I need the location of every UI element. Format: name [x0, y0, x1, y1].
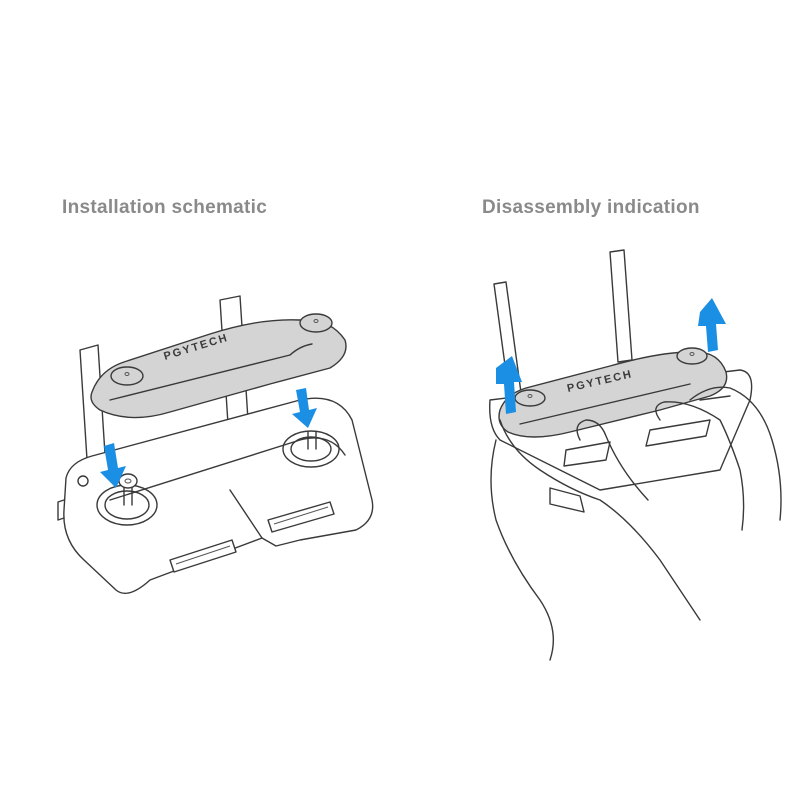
- antenna-right: [609, 249, 633, 363]
- remote-controller: [57, 397, 374, 594]
- disassembly-illustration: PGYTECH: [489, 249, 782, 661]
- installation-illustration: PGYTECH: [57, 295, 374, 594]
- installation-title: Installation schematic: [62, 197, 268, 218]
- left-hand: [490, 419, 701, 661]
- arrow-down-left-icon: [100, 443, 126, 488]
- disassembly-panel: Disassembly indication PGYTECH: [400, 0, 800, 800]
- arrow-up-left-icon: [496, 356, 522, 414]
- stick-cover: PGYTECH: [498, 347, 728, 438]
- arrow-down-right-icon: [292, 388, 317, 428]
- disassembly-title: Disassembly indication: [482, 197, 700, 218]
- installation-panel: Installation schematic: [57, 197, 374, 594]
- right-hand: [655, 386, 782, 531]
- arrow-up-right-icon: [698, 298, 726, 352]
